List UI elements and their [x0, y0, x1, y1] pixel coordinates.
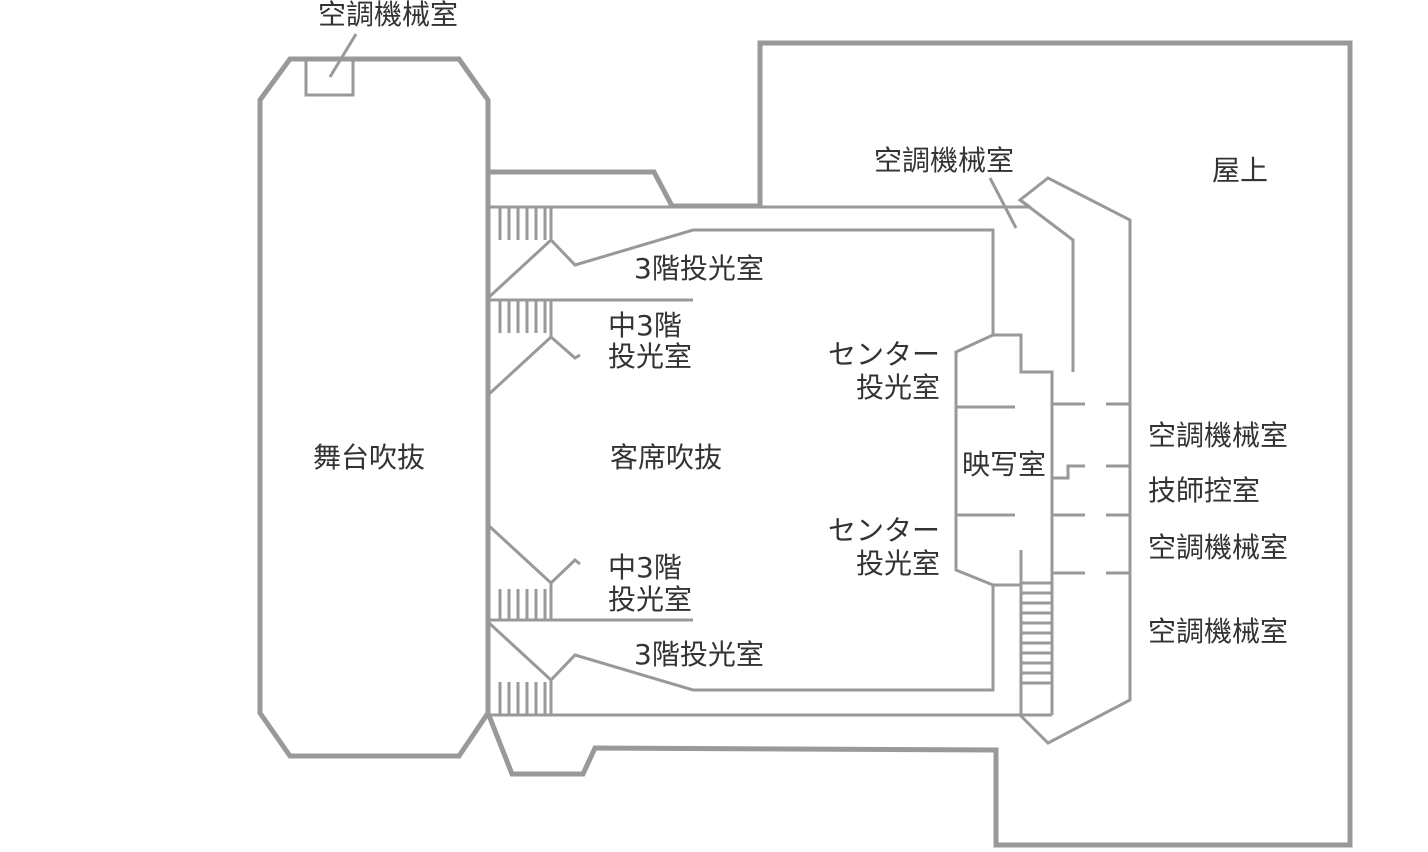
label-technician-room: 技師控室	[1148, 474, 1260, 507]
center-proj-outer-wall	[954, 333, 1021, 587]
label-center-proj-upper-2: 投光室	[856, 371, 940, 404]
label-proj-m3f-lower-2: 投光室	[608, 583, 692, 616]
label-proj-3f-lower: 3階投光室	[634, 638, 764, 671]
mech-wing-inner-wall	[1019, 198, 1075, 372]
label-audience-void: 客席吹抜	[610, 441, 722, 474]
stairs-3f-lower	[498, 680, 553, 714]
stairs-3f-upper	[498, 208, 553, 240]
stage-ac-leader	[328, 33, 358, 78]
label-proj-m3f-upper-1: 中3階	[608, 309, 682, 342]
label-acmech-top-center: 空調機械室	[874, 144, 1014, 177]
stairs-m3f-lower	[498, 583, 553, 619]
proj-m3f-upper-wall	[486, 334, 581, 397]
stairs-projection	[1021, 581, 1052, 685]
label-center-proj-upper-1: センター	[828, 338, 940, 371]
label-center-proj-lower-2: 投光室	[856, 547, 940, 580]
label-acmech-right-1: 空調機械室	[1148, 419, 1288, 452]
stairs-m3f-upper	[498, 301, 553, 337]
label-projection-room: 映写室	[962, 448, 1046, 481]
label-rooftop: 屋上	[1212, 154, 1268, 187]
projection-block-wall	[993, 333, 1054, 715]
label-acmech-top-left: 空調機械室	[318, 0, 458, 31]
label-center-proj-lower-1: センター	[828, 514, 940, 547]
mech-room-dividers	[1052, 402, 1130, 575]
label-proj-m3f-upper-2: 投光室	[608, 340, 692, 373]
label-stage-void: 舞台吹抜	[313, 441, 425, 474]
label-acmech-right-3: 空調機械室	[1148, 615, 1288, 648]
label-acmech-right-2: 空調機械室	[1148, 531, 1288, 564]
label-proj-m3f-lower-1: 中3階	[608, 551, 682, 584]
label-proj-3f-upper: 3階投光室	[634, 252, 764, 285]
stage-tower-wall	[257, 56, 491, 759]
proj-m3f-lower-wall	[486, 523, 581, 586]
mech-leader-top	[988, 177, 1018, 229]
proj-3f-lower-wall	[486, 585, 995, 692]
proj-3f-upper-wall	[486, 228, 995, 335]
stage-ac-box	[304, 57, 355, 97]
